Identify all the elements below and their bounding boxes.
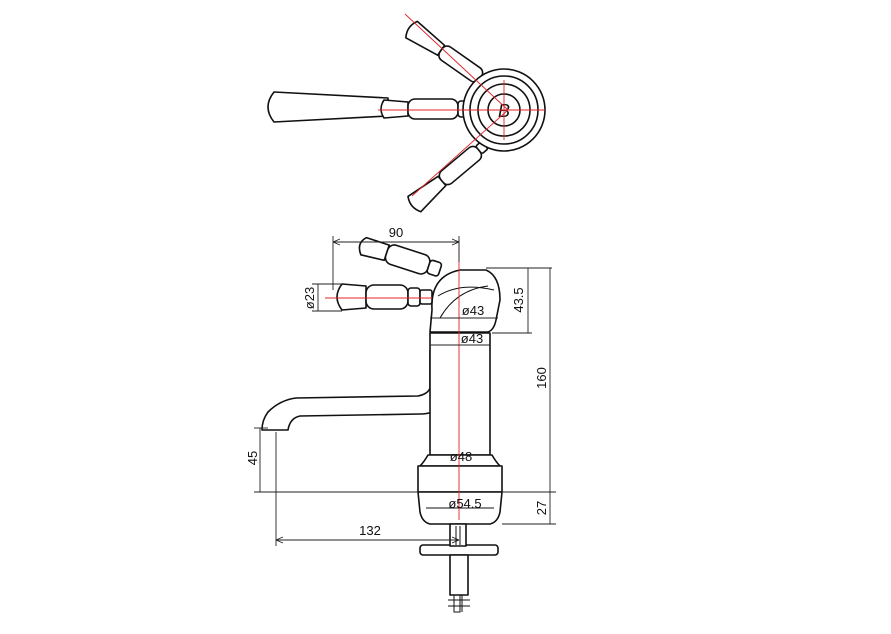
dim-width-label: 90: [389, 225, 403, 240]
dim-body-top-diameter-label: ø43: [462, 303, 484, 318]
plan-centerline-lower: [411, 109, 509, 197]
dim-lever-diameter-label: ø23: [302, 287, 317, 309]
elevation-view: [261, 236, 503, 613]
dimension-lines: [254, 236, 556, 546]
dimension-labels: 90 ø23 ø43 ø43 ø48 ø54.5 43.5 160 45 27 …: [245, 225, 549, 538]
elevation-lever-upper: [358, 236, 443, 277]
dim-base-upper-diameter-label: ø48: [450, 449, 472, 464]
thread-end: [448, 595, 470, 613]
elevation-body: [429, 332, 491, 456]
dim-base-lower-diameter-label: ø54.5: [448, 496, 481, 511]
dim-spout-height-label: 45: [245, 451, 260, 465]
dim-handle-height-label: 43.5: [511, 287, 526, 312]
elevation-handle-head: [429, 269, 501, 333]
dim-overall-height-label: 160: [534, 367, 549, 389]
dim-body-mid-diameter-label: ø43: [461, 331, 483, 346]
plan-spout: [267, 91, 389, 123]
plan-view: B: [267, 13, 546, 213]
threaded-rod: [449, 554, 469, 596]
dim-spout-reach-label: 132: [359, 523, 381, 538]
plan-lever-lower: [407, 141, 489, 213]
plan-centerline-upper: [404, 13, 509, 111]
elevation-base-ring: [417, 465, 503, 493]
dim-base-height-label: 27: [534, 501, 549, 515]
mounting-shank: [449, 523, 467, 547]
elevation-lever-horizontal: [336, 283, 433, 311]
elevation-spout: [261, 349, 441, 431]
